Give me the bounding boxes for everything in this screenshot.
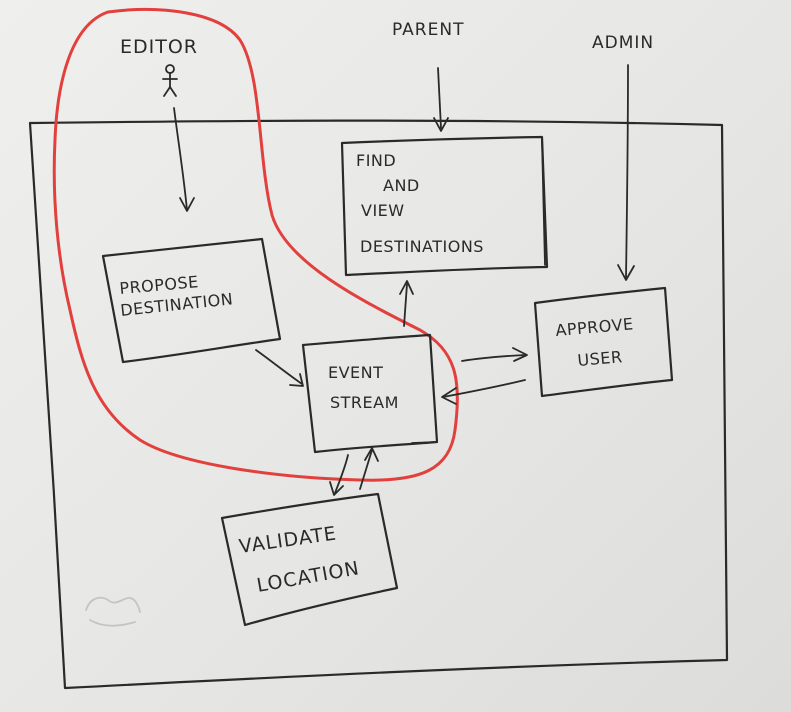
arrow-propose-to-event-stream <box>255 349 304 387</box>
parent-arrow <box>433 67 449 132</box>
view-label: VIEW <box>361 201 405 220</box>
arrow-event-stream-to-validate <box>329 454 349 496</box>
approve-label: APPROVE <box>555 314 635 340</box>
arrow-event-stream-to-find-view <box>399 280 414 327</box>
location-label: LOCATION <box>255 557 361 597</box>
arrow-event-stream-to-approve <box>461 347 528 362</box>
destinations-label: DESTINATIONS <box>360 237 484 256</box>
arrow-validate-to-event-stream <box>359 447 379 490</box>
event-label: EVENT <box>328 363 383 382</box>
editor-label: EDITOR <box>120 36 198 58</box>
arrow-approve-to-event-stream <box>441 379 526 405</box>
approve-user-box: APPROVE USER <box>533 286 674 398</box>
admin-arrow <box>617 64 635 281</box>
validate-location-box: VALIDATE LOCATION <box>220 492 399 627</box>
highlight-loop <box>52 7 459 482</box>
stream-label: STREAM <box>330 393 399 412</box>
and-label: AND <box>383 176 420 195</box>
validate-label: VALIDATE <box>238 522 339 557</box>
system-boundary <box>28 119 729 690</box>
propose-destination-box: PROPOSE DESTINATION <box>101 237 282 364</box>
editor-stick-figure-icon <box>162 64 178 97</box>
parent-label: PARENT <box>392 20 464 40</box>
editor-arrow <box>173 107 195 212</box>
find-view-destinations-box: FIND AND VIEW DESTINATIONS <box>340 135 549 277</box>
find-label: FIND <box>356 151 396 170</box>
admin-label: ADMIN <box>592 33 654 53</box>
erased-smudge <box>85 596 141 627</box>
event-stream-box: EVENT STREAM <box>301 333 439 454</box>
user-label: USER <box>577 347 624 370</box>
